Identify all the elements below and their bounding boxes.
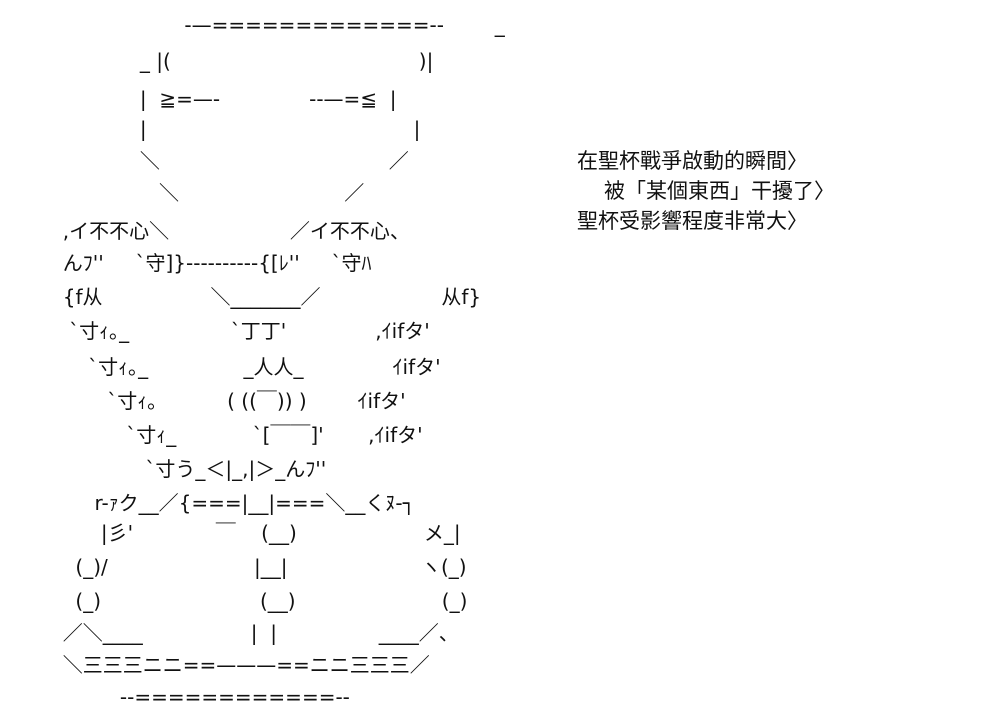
ascii-art-line: (_)/ |__| ヽ(_) <box>50 555 467 579</box>
ascii-art-line: (_) (__) (_) <box>50 589 468 613</box>
ascii-art-line: `寸ｨ_ `[￣￣]' ,ｲifタ' <box>50 423 423 447</box>
caption-line-3: 聖杯受影響程度非常大〉 <box>577 209 808 233</box>
ascii-art-line: ,イ不不心＼ ／イ不不心、 <box>50 219 410 243</box>
ascii-art-line: `寸ｨ｡_ `丁丁' ,ｲifタ' <box>50 319 430 343</box>
ascii-art-line: | | <box>70 117 421 141</box>
ascii-art-line: --============-- <box>50 685 350 709</box>
ascii-art-line: ＼ ／ <box>70 149 409 173</box>
ascii-art-line: {f从 ＼_______／ 从f} <box>50 285 482 309</box>
caption-line-1: 在聖杯戰爭啟動的瞬間〉 <box>577 149 808 173</box>
ascii-art-line: |彡' ￣ (__) メ_| <box>50 521 461 545</box>
ascii-art-line: ／＼____ | | ____／、 <box>50 621 459 645</box>
ascii-art-line: `寸ｨ｡ ( ((￣)) ) ｲifタ' <box>50 389 406 413</box>
ascii-art-line: ＼ ／ <box>70 181 365 205</box>
ascii-art-line: `寸う_＜|_,|＞_んﾌ'' <box>50 457 327 481</box>
ascii-art-line: r-ｧク__／{===|__|===＼__くﾇ-┐ <box>50 491 415 515</box>
ascii-art-line: -—=============-- _ <box>70 13 505 37</box>
ascii-art-line: | ≧=—- --—=≦ | <box>70 87 397 111</box>
ascii-art-line: んﾌ'' `守]}----------{[ﾚ'' `守ﾊ <box>50 251 372 275</box>
ascii-art-line: `寸ｨ｡_ _人人_ ｲifタ' <box>50 355 441 379</box>
caption-line-2: 被「某個東西」干擾了〉 <box>604 179 835 203</box>
ascii-art-line: ＼三三三ニニ==———==ニニ三三三／ <box>50 653 430 677</box>
ascii-art-line: _ |( )| <box>70 49 434 73</box>
